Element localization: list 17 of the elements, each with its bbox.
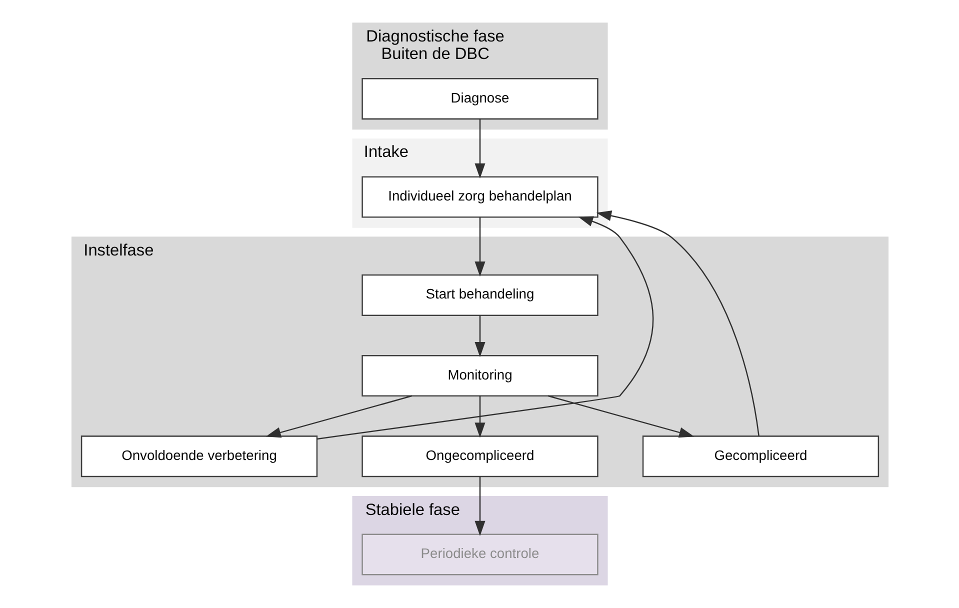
node-box: Monitoring bbox=[361, 354, 598, 397]
arrow bbox=[474, 396, 485, 438]
node-box: Start behandeling bbox=[361, 274, 598, 316]
node-box: Diagnose bbox=[361, 78, 598, 120]
arrow bbox=[265, 395, 412, 438]
node-box: Individueel zorg behandelplan bbox=[361, 176, 598, 218]
arrow bbox=[547, 395, 694, 438]
arrow bbox=[474, 217, 485, 277]
arrow bbox=[316, 216, 654, 440]
node-box: Ongecompliceerd bbox=[361, 436, 598, 478]
arrow bbox=[474, 315, 485, 358]
node-box: Periodieke controle bbox=[361, 534, 598, 576]
arrow bbox=[596, 210, 759, 436]
arrow bbox=[474, 476, 485, 536]
node-box: Gecompliceerd bbox=[642, 436, 879, 478]
node-box: Onvoldoende verbetering bbox=[80, 436, 318, 478]
arrow bbox=[474, 118, 485, 178]
